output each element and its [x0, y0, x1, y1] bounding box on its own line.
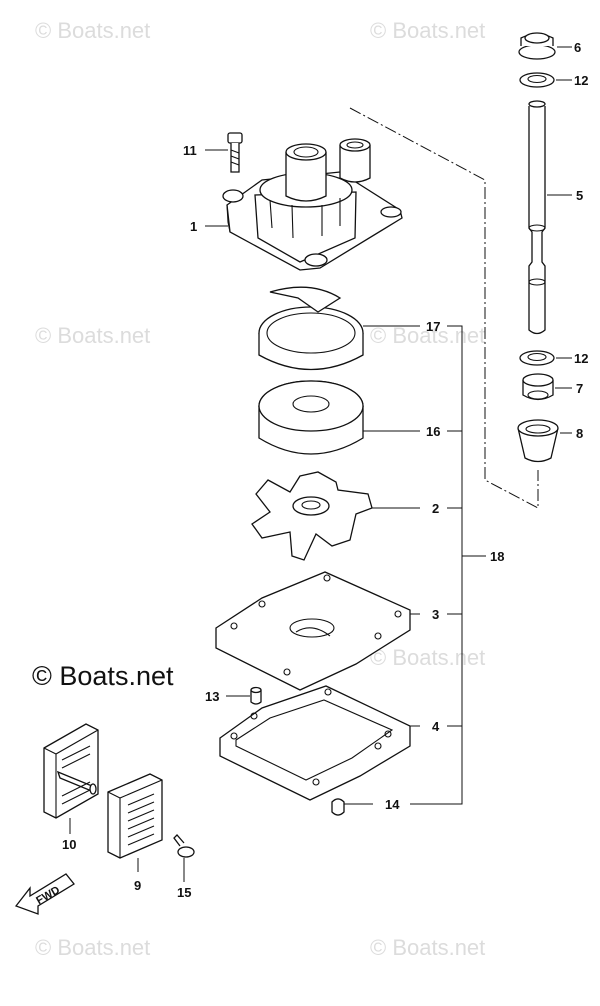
label-18: 18 [490, 549, 504, 564]
watermark-mid-right: © Boats.net [370, 323, 485, 348]
label-4: 4 [432, 719, 440, 734]
label-5: 5 [576, 188, 583, 203]
label-9: 9 [134, 878, 141, 893]
watermark-mid-left: © Boats.net [35, 323, 150, 348]
label-7: 7 [576, 381, 583, 396]
watermark-bottom-left: © Boats.net [35, 935, 150, 960]
part-16-insert[interactable] [258, 380, 364, 455]
label-14: 14 [385, 797, 400, 812]
part-15-screw[interactable] [173, 834, 195, 858]
copyright-notice: © Boats.net [32, 661, 174, 691]
fwd-direction-arrow: FWD [14, 873, 75, 915]
part-8-sleeve[interactable] [517, 419, 559, 463]
label-16: 16 [426, 424, 440, 439]
part-10-bracket[interactable] [43, 723, 99, 819]
watermarks: © Boats.net © Boats.net © Boats.net © Bo… [35, 18, 485, 960]
label-11: 11 [183, 143, 197, 158]
part-12-seal-lower[interactable] [519, 350, 555, 366]
watermark-top-left: © Boats.net [35, 18, 150, 43]
label-1: 1 [190, 219, 197, 234]
watermark-lower-right: © Boats.net [370, 645, 485, 670]
label-13: 13 [205, 689, 219, 704]
label-12-upper: 12 [574, 73, 588, 88]
part-6-grommet[interactable] [518, 32, 556, 60]
label-8: 8 [576, 426, 583, 441]
label-6: 6 [574, 40, 581, 55]
alignment-dash-line [349, 107, 539, 509]
part-13-pin[interactable] [250, 686, 262, 705]
part-2-impeller[interactable] [251, 471, 373, 561]
label-12-lower: 12 [574, 351, 588, 366]
part-14-key[interactable] [331, 798, 345, 816]
fwd-label: FWD [34, 884, 62, 907]
part-12-seal-upper[interactable] [519, 72, 555, 88]
watermark-bottom-right: © Boats.net [370, 935, 485, 960]
label-17: 17 [426, 319, 440, 334]
label-10: 10 [62, 837, 76, 852]
label-2: 2 [432, 501, 439, 516]
label-3: 3 [432, 607, 439, 622]
part-7-grommet[interactable] [522, 373, 554, 401]
leader-lines [69, 46, 572, 882]
watermark-top-right: © Boats.net [370, 18, 485, 43]
part-4-gasket[interactable] [219, 685, 411, 801]
part-3-plate[interactable] [215, 571, 411, 691]
part-11-bolt[interactable] [227, 132, 243, 173]
part-labels: 6 12 5 12 7 8 11 1 17 16 2 18 3 4 13 14 … [62, 40, 588, 900]
label-15: 15 [177, 885, 191, 900]
part-5-water-tube[interactable] [528, 100, 546, 335]
part-1-pump-housing[interactable] [222, 138, 403, 271]
part-9-screen[interactable] [107, 773, 163, 859]
part-17-liner[interactable] [258, 286, 364, 371]
